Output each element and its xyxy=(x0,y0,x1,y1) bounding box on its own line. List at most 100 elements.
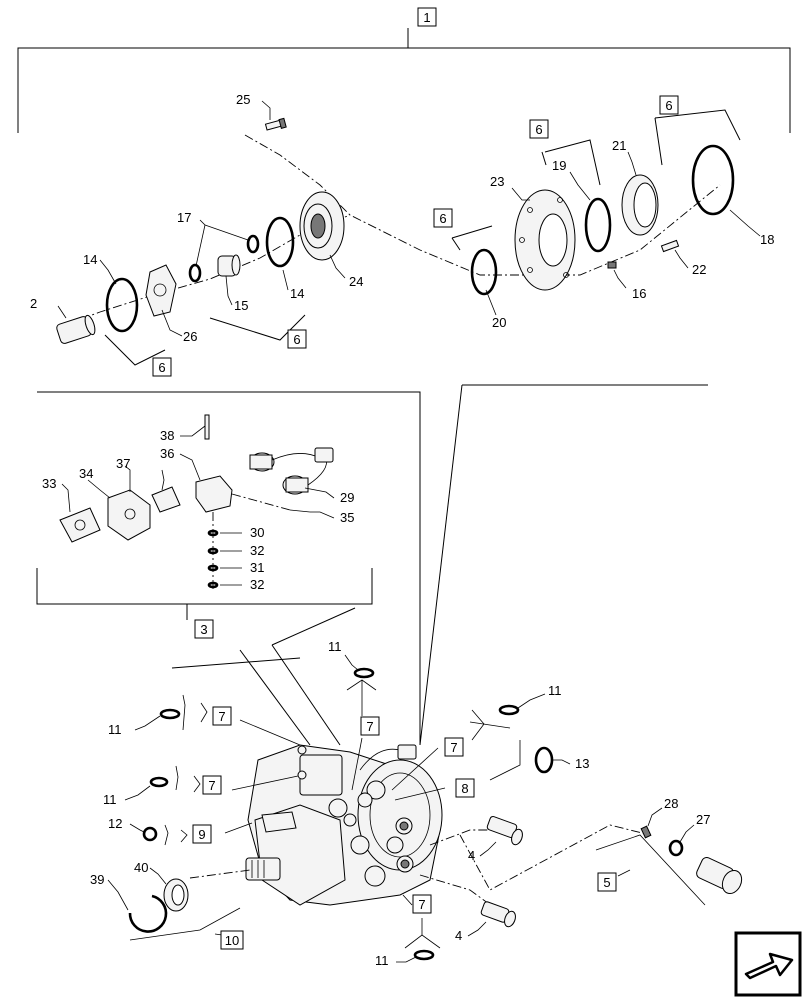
callout-19: 19 xyxy=(552,158,566,173)
callout-39: 39 xyxy=(90,872,104,887)
callout-7c: 7 xyxy=(208,778,215,793)
callout-30: 30 xyxy=(250,525,264,540)
o-ring-13 xyxy=(534,746,554,774)
connector-part xyxy=(314,447,334,463)
callout-box-10[interactable] xyxy=(220,930,244,950)
callout-25: 25 xyxy=(236,92,250,107)
callout-3: 3 xyxy=(200,622,207,637)
plate-part xyxy=(145,264,177,317)
callout-11-left: 11 xyxy=(108,722,122,737)
callout-22: 22 xyxy=(692,262,706,277)
callout-box-7e[interactable] xyxy=(412,894,432,914)
flange-part xyxy=(514,189,576,291)
callout-24: 24 xyxy=(349,274,363,289)
callout-6a: 6 xyxy=(158,360,165,375)
o-ring-11-bottom xyxy=(413,949,435,961)
callout-14-right: 14 xyxy=(290,286,304,301)
callout-27: 27 xyxy=(696,812,710,827)
o-ring-11-top xyxy=(353,667,375,679)
o-ring-27 xyxy=(668,839,684,857)
seal-21 xyxy=(621,174,659,236)
o-ring-19 xyxy=(584,197,612,253)
callout-23: 23 xyxy=(490,174,504,189)
bolt-22 xyxy=(660,239,680,253)
o-ring-18 xyxy=(691,144,735,216)
fitting-5 xyxy=(696,856,743,895)
bolt-25 xyxy=(264,117,287,131)
callout-box-6a[interactable] xyxy=(152,357,172,377)
o-ring-11-mid xyxy=(149,776,169,788)
callout-21: 21 xyxy=(612,138,626,153)
callout-4-lower: 4 xyxy=(455,928,462,943)
callout-box-8[interactable] xyxy=(455,778,475,798)
callout-35: 35 xyxy=(340,510,354,525)
seal-40 xyxy=(163,878,189,912)
o-ring-14-right xyxy=(265,216,295,268)
callout-13: 13 xyxy=(575,756,589,771)
o-ring-11-right xyxy=(498,704,520,716)
callout-box-7c[interactable] xyxy=(202,775,222,795)
callout-18: 18 xyxy=(760,232,774,247)
callout-6e: 6 xyxy=(665,98,672,113)
o-ring-12 xyxy=(142,826,158,842)
callout-7b: 7 xyxy=(366,719,373,734)
callout-36: 36 xyxy=(160,446,174,461)
cover-part xyxy=(299,191,345,261)
callout-7d: 7 xyxy=(450,740,457,755)
o-ring-20 xyxy=(470,248,498,296)
fitting-4-lower xyxy=(480,901,516,928)
valve-sub-assembly xyxy=(36,384,708,746)
callout-box-6c[interactable] xyxy=(433,208,453,228)
callout-box-1[interactable] xyxy=(417,7,437,27)
callout-box-7a[interactable] xyxy=(212,706,232,726)
gasket-37 xyxy=(151,486,181,513)
callout-6c: 6 xyxy=(439,211,446,226)
callout-9: 9 xyxy=(198,827,205,842)
callout-38: 38 xyxy=(160,428,174,443)
callout-11-mid: 11 xyxy=(103,792,117,807)
fitting-4-upper xyxy=(486,815,523,846)
callout-14-left: 14 xyxy=(83,252,97,267)
callout-box-9[interactable] xyxy=(192,824,212,844)
callout-29: 29 xyxy=(340,490,354,505)
callout-11-top: 11 xyxy=(328,639,342,654)
callout-box-7b[interactable] xyxy=(360,716,380,736)
screw-38 xyxy=(204,414,210,440)
bushing-part xyxy=(56,314,96,344)
callout-34: 34 xyxy=(79,466,93,481)
callout-40: 40 xyxy=(134,860,148,875)
callout-16: 16 xyxy=(632,286,646,301)
callout-7a: 7 xyxy=(218,709,225,724)
callout-box-6d[interactable] xyxy=(529,119,549,139)
callout-28: 28 xyxy=(664,796,678,811)
upper-assembly xyxy=(56,100,761,366)
callout-2: 2 xyxy=(30,296,37,311)
o-ring-11-left xyxy=(159,708,181,720)
callout-31: 31 xyxy=(250,560,264,575)
callout-box-3[interactable] xyxy=(194,619,214,639)
callout-12: 12 xyxy=(108,816,122,831)
solenoid-29a xyxy=(249,452,275,472)
callout-box-6b[interactable] xyxy=(287,329,307,349)
callout-box-6e[interactable] xyxy=(659,95,679,115)
callout-17: 17 xyxy=(177,210,191,225)
snap-ring-17b xyxy=(246,234,260,254)
callout-6d: 6 xyxy=(535,122,542,137)
solenoid-29b xyxy=(282,475,309,495)
callout-33: 33 xyxy=(42,476,56,491)
callout-box-5[interactable] xyxy=(597,872,617,892)
callout-7e: 7 xyxy=(418,897,425,912)
gasket-33 xyxy=(59,507,101,543)
callout-5: 5 xyxy=(603,875,610,890)
block-36 xyxy=(195,475,233,513)
callout-32b: 32 xyxy=(250,577,264,592)
callout-10: 10 xyxy=(225,933,239,948)
callout-15: 15 xyxy=(234,298,248,313)
callout-box-7d[interactable] xyxy=(444,737,464,757)
arrow-back-icon[interactable] xyxy=(734,931,802,997)
callout-11-bottom: 11 xyxy=(375,953,389,968)
hydraulic-pump xyxy=(171,607,443,906)
callout-11-right: 11 xyxy=(548,683,562,698)
callout-4-upper: 4 xyxy=(468,848,475,863)
